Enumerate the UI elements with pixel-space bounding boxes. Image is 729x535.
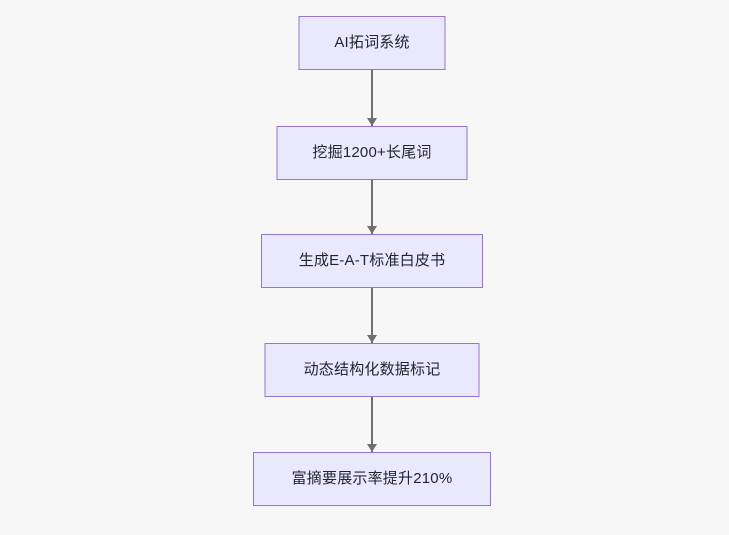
- flow-node-mine-longtail-keywords[interactable]: 挖掘1200+长尾词: [276, 126, 468, 180]
- flow-node-ai-keyword-system[interactable]: AI拓词系统: [298, 16, 446, 70]
- connector-line: [371, 70, 373, 126]
- flow-node-dynamic-structured-data-markup[interactable]: 动态结构化数据标记: [264, 343, 480, 397]
- flow-connector-4: [365, 397, 379, 452]
- flow-node-generate-eat-whitepaper[interactable]: 生成E-A-T标准白皮书: [261, 234, 483, 288]
- arrowhead-down-icon: [367, 226, 377, 234]
- connector-line: [371, 397, 373, 452]
- flow-node-label: 生成E-A-T标准白皮书: [298, 252, 446, 269]
- flow-connector-1: [365, 70, 379, 126]
- flow-connector-3: [365, 288, 379, 343]
- flow-node-label: AI拓词系统: [334, 34, 410, 51]
- arrowhead-down-icon: [367, 444, 377, 452]
- connector-line: [371, 288, 373, 343]
- connector-line: [371, 180, 373, 234]
- flow-node-rich-snippet-impression-lift[interactable]: 富摘要展示率提升210%: [253, 452, 491, 506]
- flow-node-label: 挖掘1200+长尾词: [312, 144, 432, 161]
- flow-node-label: 动态结构化数据标记: [303, 361, 441, 378]
- flow-node-label: 富摘要展示率提升210%: [291, 470, 453, 487]
- arrowhead-down-icon: [367, 335, 377, 343]
- flow-connector-2: [365, 180, 379, 234]
- arrowhead-down-icon: [367, 118, 377, 126]
